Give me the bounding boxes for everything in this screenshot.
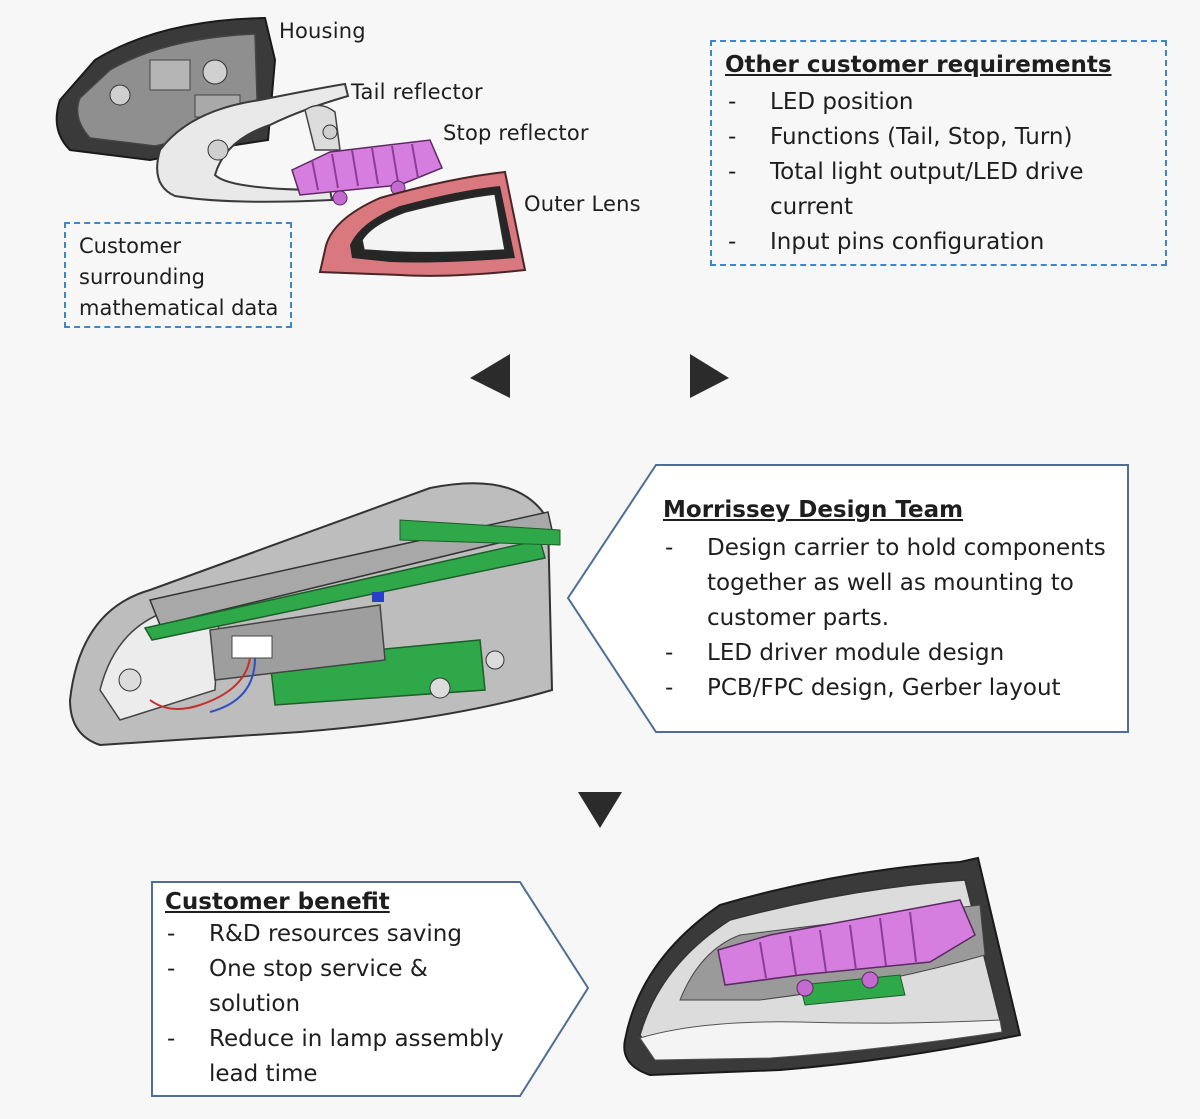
design-team-title: Morrissey Design Team (663, 497, 964, 523)
customer-data-box: Customer surrounding mathematical data (64, 222, 292, 328)
benefit-list: R&D resources saving One stop service & … (165, 917, 515, 1092)
tail-reflector-shape (156, 82, 350, 203)
outer-lens-label: Outer Lens (524, 192, 641, 216)
requirement-item: LED position (726, 85, 1146, 120)
requirement-item: Input pins configuration (726, 225, 1146, 260)
design-team-item: PCB/FPC design, Gerber layout (663, 671, 1123, 706)
design-team-list: Design carrier to hold components togeth… (663, 531, 1123, 706)
requirement-item: Functions (Tail, Stop, Turn) (726, 120, 1146, 155)
requirements-box: Other customer requirements LED position… (710, 40, 1167, 266)
benefit-box: Customer benefit R&D resources saving On… (165, 889, 515, 1092)
outer-lens-shape (318, 170, 527, 277)
benefit-title: Customer benefit (165, 889, 390, 915)
tail-reflector-label: Tail reflector (351, 80, 483, 104)
benefit-item: R&D resources saving (165, 917, 515, 952)
benefit-item: One stop service & solution (165, 952, 515, 1022)
design-team-item: Design carrier to hold components togeth… (663, 531, 1123, 636)
benefit-item: Reduce in lamp assembly lead time (165, 1022, 515, 1092)
design-team-item: LED driver module design (663, 636, 1123, 671)
requirements-title: Other customer requirements (725, 52, 1112, 78)
customer-data-text: Customer surrounding mathematical data (79, 234, 279, 320)
requirements-list: LED position Functions (Tail, Stop, Turn… (726, 85, 1146, 260)
housing-label: Housing (279, 19, 366, 43)
design-team-box: Morrissey Design Team Design carrier to … (663, 497, 1123, 706)
stop-reflector-label: Stop reflector (443, 121, 589, 145)
requirement-item: Total light output/LED drive current (726, 155, 1146, 225)
